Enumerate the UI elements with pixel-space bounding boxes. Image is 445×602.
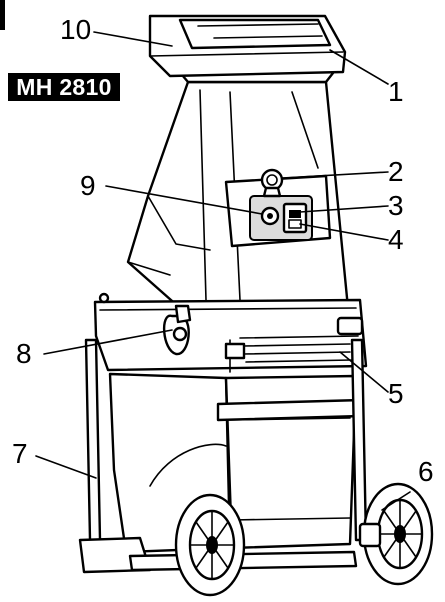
callout-9: 9 bbox=[80, 170, 96, 201]
callout-4: 4 bbox=[388, 224, 404, 255]
funnel-cover bbox=[148, 14, 347, 78]
leader-1 bbox=[329, 49, 389, 85]
motor-housing bbox=[93, 292, 368, 373]
latch-knob bbox=[162, 304, 192, 356]
corner-mark bbox=[0, 0, 5, 30]
callout-3: 3 bbox=[388, 190, 404, 221]
leader-9 bbox=[105, 185, 263, 215]
leader-lines bbox=[35, 31, 411, 511]
leader-3 bbox=[299, 205, 389, 213]
leader-2 bbox=[281, 171, 389, 179]
leader-5 bbox=[339, 351, 389, 393]
leader-8 bbox=[43, 329, 173, 355]
callout-10: 10 bbox=[60, 14, 92, 45]
callout-7: 7 bbox=[12, 438, 28, 469]
callout-6: 6 bbox=[418, 456, 434, 487]
leader-4 bbox=[299, 223, 389, 241]
control-panel bbox=[224, 168, 332, 248]
callout-2: 2 bbox=[388, 156, 404, 187]
callout-1: 1 bbox=[388, 76, 404, 107]
right-wheel bbox=[358, 482, 434, 586]
leader-10 bbox=[93, 31, 173, 47]
leader-6 bbox=[381, 491, 411, 511]
model-badge: MH 2810 bbox=[8, 73, 120, 101]
callout-8: 8 bbox=[16, 338, 32, 369]
leader-7 bbox=[35, 455, 97, 479]
left-wheel bbox=[174, 493, 246, 597]
callout-5: 5 bbox=[388, 378, 404, 409]
